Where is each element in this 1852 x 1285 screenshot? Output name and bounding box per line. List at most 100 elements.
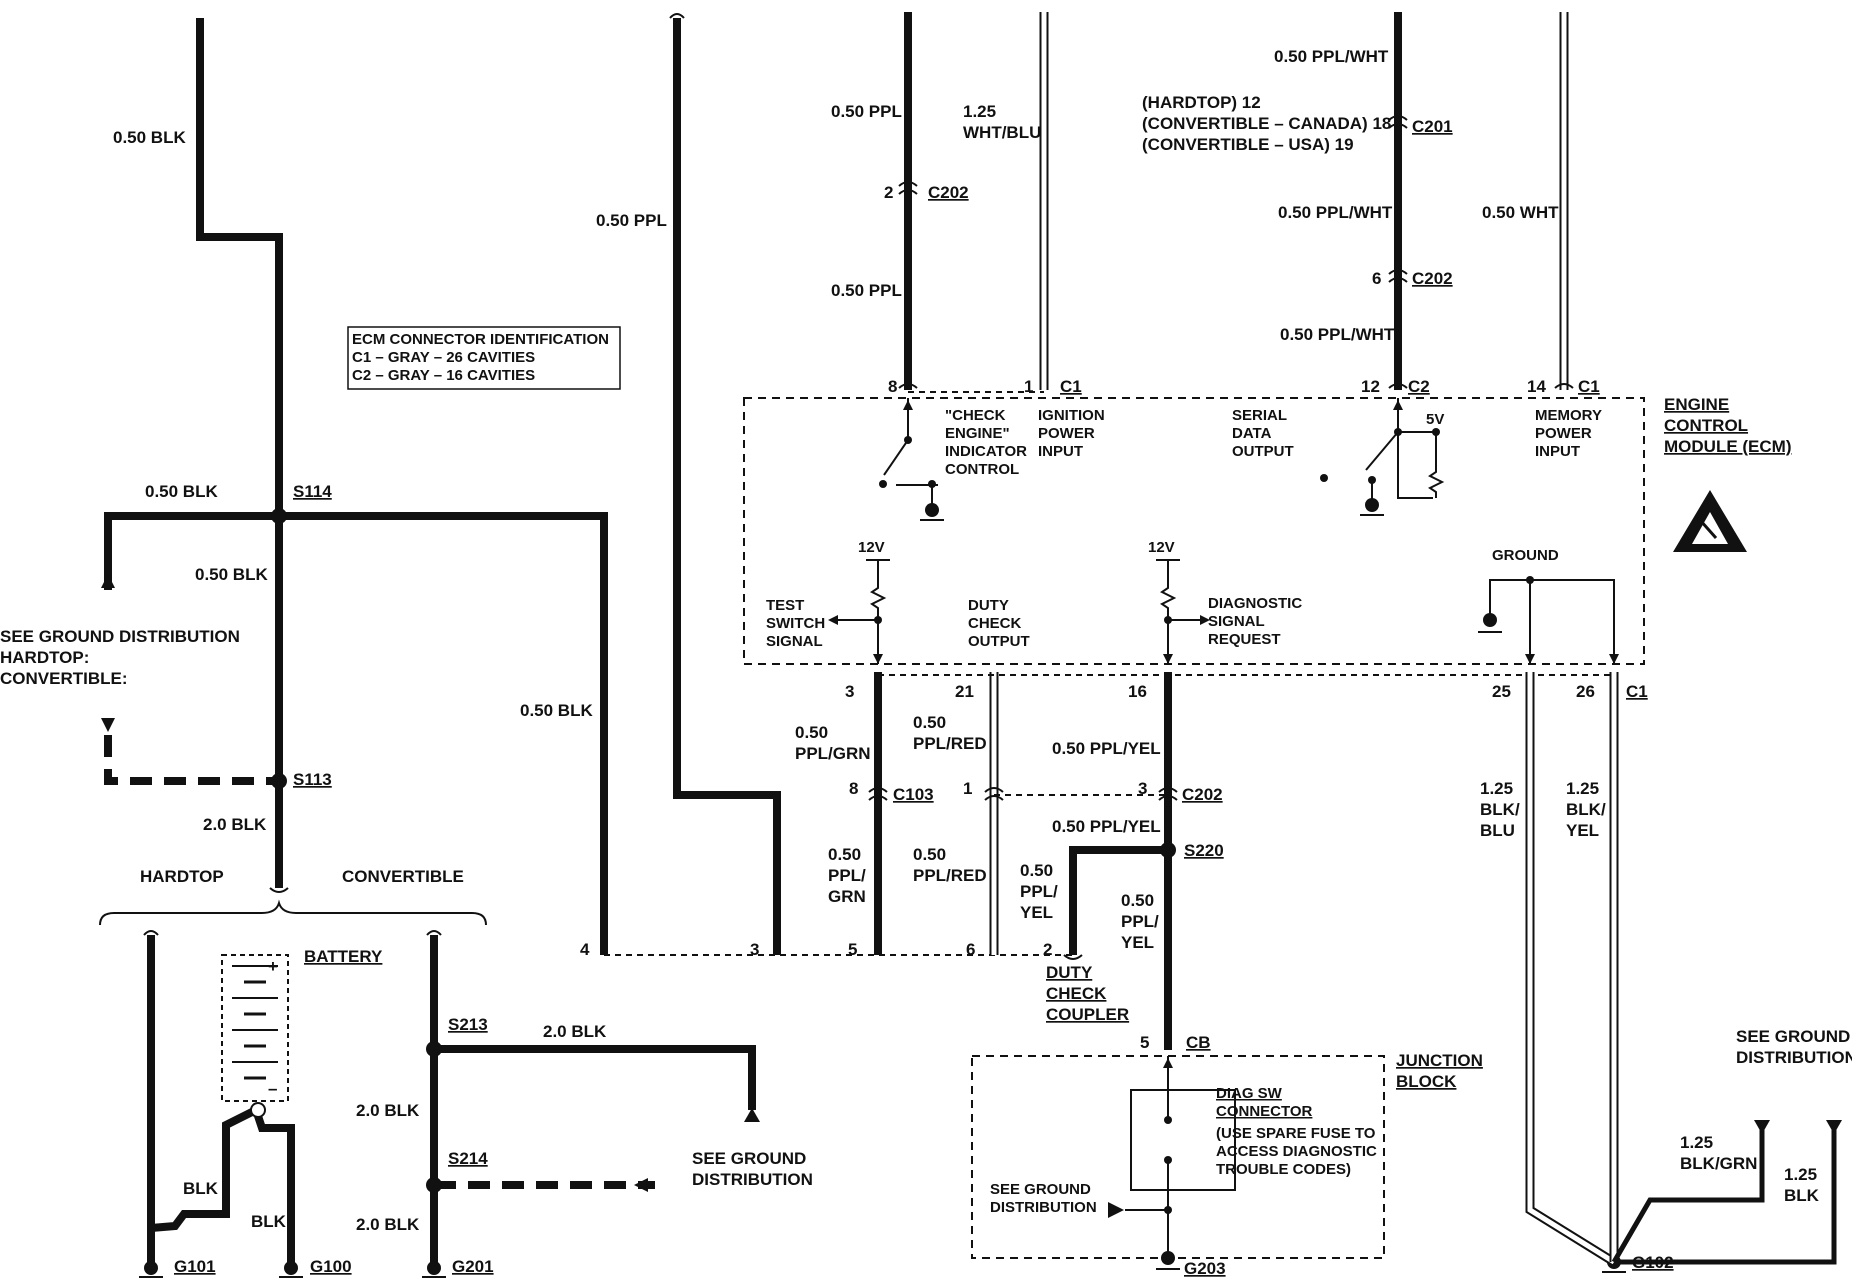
connector-c202-label: C202 [1182, 785, 1223, 804]
ground-arrow-up-icon [101, 574, 115, 588]
wire-label: 0.50 PPL/WHT [1278, 203, 1393, 222]
pin-label: 2 [1043, 940, 1052, 959]
wire-s114-branch [104, 512, 608, 955]
hardtop-convertible-brace [99, 899, 487, 926]
fuse-contact-icon [1164, 1156, 1172, 1164]
connector-c201-label: C201 [1412, 117, 1453, 136]
top-ecm-wiring [898, 12, 1574, 393]
connector-c201-icon [1388, 115, 1408, 129]
wire-break-icon [269, 887, 289, 893]
connector-cb-label: CB [1186, 1033, 1211, 1052]
ground-g203-label: G203 [1184, 1259, 1226, 1278]
wire-label: 2.0 BLK [356, 1215, 420, 1234]
pin-label: 4 [580, 940, 590, 959]
junction-block-boundary [971, 1055, 1385, 1259]
check-engine-switch-icon [879, 398, 944, 521]
wire-blk-grn [1611, 1120, 1765, 1264]
voltage-label: 5V [1426, 411, 1444, 428]
ground-g101-label: G101 [174, 1257, 216, 1276]
connector-c202-top-icon [898, 181, 918, 195]
wire-label: BLK [251, 1212, 287, 1231]
wire-label: 0.50 BLK [520, 701, 593, 720]
splice-s214-label: S214 [448, 1149, 488, 1168]
connector-c202-label: C202 [1412, 269, 1453, 288]
connector-c202-serial-icon [1388, 269, 1408, 283]
arrow-up-icon [1163, 1058, 1173, 1068]
ecm-id-frame [347, 326, 621, 390]
ground-arrow-up-icon [744, 1108, 760, 1122]
serial-data-switch-icon [1320, 398, 1445, 516]
convertible-label: CONVERTIBLE [342, 867, 464, 886]
connector-c1-pin14-icon [1554, 383, 1574, 389]
wire-blk-g100 [252, 1108, 295, 1268]
pin-label: 3 [845, 682, 854, 701]
ecm-id-c2: C2 – GRAY – 16 CAVITIES [352, 367, 535, 384]
connector-c1-label: C1 [1060, 377, 1082, 396]
ground-g201-icon [422, 1261, 446, 1278]
ground-labels: G101 G100 G201 G203 G102 [174, 1253, 1674, 1278]
splice-s220-label: S220 [1184, 841, 1224, 860]
connector-c202-lower-icon [1158, 787, 1178, 801]
wire-blk-blu-outer [1525, 672, 1617, 1266]
pin-label: 3 [750, 940, 759, 959]
wire-label: 2.0 BLK [203, 815, 267, 834]
battery-grounds: + – [143, 930, 760, 1268]
wire-0.50-blk-left [196, 18, 283, 516]
pin-label: 8 [849, 779, 858, 798]
middle-wiring [604, 13, 1075, 956]
wire-break-icon [669, 13, 685, 19]
ground-arrow-left-icon [634, 1178, 648, 1192]
voltage-label: 12V [858, 539, 885, 556]
wire-1.25-blk [1614, 1120, 1837, 1265]
pin-label: 6 [1372, 269, 1381, 288]
esd-warning-icon [1673, 490, 1747, 552]
ground-arrow-right-icon [1108, 1202, 1124, 1218]
splice-s114-dot [271, 508, 287, 524]
ground-arrow-down-icon [101, 718, 115, 732]
battery-label: BATTERY [304, 947, 383, 966]
wire-s220-branch [1069, 846, 1168, 955]
diag-sw-connector-box [1130, 1089, 1236, 1191]
ground-g100-icon [279, 1261, 303, 1278]
fuse-contact-icon [1164, 1116, 1172, 1124]
pin-label: 16 [1128, 682, 1147, 701]
wire-label: 0.50 PPL [831, 102, 902, 121]
connector-c2-label: C2 [1408, 377, 1430, 396]
connector-c1-label: C1 [1578, 377, 1600, 396]
wire-0.50-ppl-mid [673, 18, 781, 955]
wire-label: 0.50 PPL/WHT [1274, 47, 1389, 66]
ground-symbols [139, 1251, 1626, 1282]
pin-label: 25 [1492, 682, 1511, 701]
splice-labels: S114 S113 S213 S214 S220 [293, 482, 1224, 1168]
connector-c2-pin12-icon [1388, 383, 1408, 389]
wire-label: 0.50 BLK [145, 482, 218, 501]
battery-icon: + – [232, 957, 278, 1098]
pin-label: 14 [1527, 377, 1546, 396]
battery-terminal [250, 1102, 266, 1118]
connector-c1-pin8-icon [898, 383, 918, 389]
ecm-connector-id-box: ECM CONNECTOR IDENTIFICATION C1 – GRAY –… [347, 326, 621, 390]
pin-label: 6 [966, 940, 975, 959]
ground-label: GROUND [1492, 547, 1559, 564]
wire-break-icon [426, 930, 442, 936]
ground-arrow-down-icon [1754, 1120, 1770, 1134]
pin-label: 1 [1024, 377, 1033, 396]
duty-coupler-icon [1063, 954, 1083, 960]
